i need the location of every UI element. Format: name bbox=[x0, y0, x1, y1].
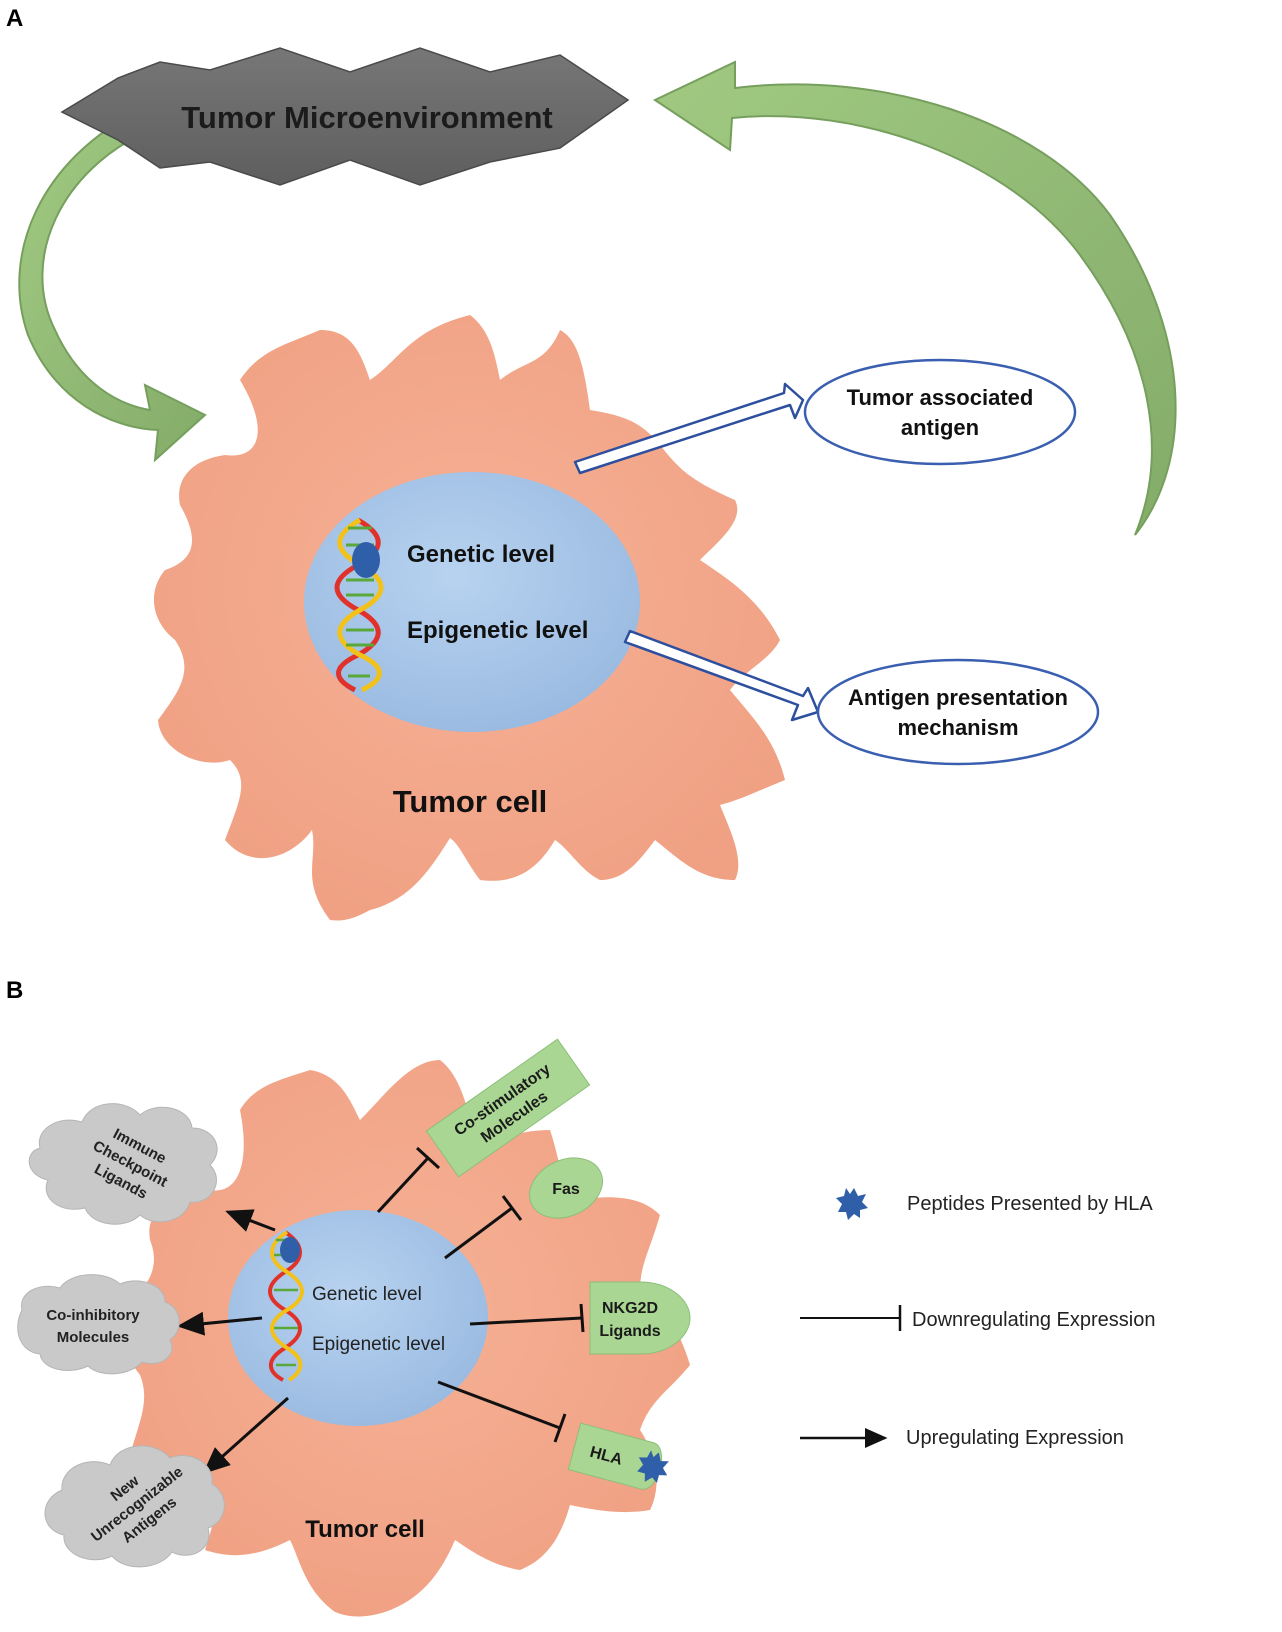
fas-label: Fas bbox=[552, 1181, 580, 1198]
legend-peptide-star-icon bbox=[836, 1188, 868, 1220]
arrow-to-antigen bbox=[573, 382, 805, 475]
dna-helix-a-icon bbox=[334, 517, 384, 693]
feedback-arrow-right bbox=[652, 60, 1177, 536]
tumor-cell-b-label: Tumor cell bbox=[305, 1516, 425, 1543]
antigen-presentation-oval bbox=[816, 658, 1100, 766]
arrow-up-coinhibitory bbox=[177, 1311, 263, 1336]
genetic-level-b: Genetic level bbox=[312, 1284, 422, 1305]
microenvironment-label: Tumor Microenvironment bbox=[181, 100, 552, 135]
tumor-associated-antigen-oval bbox=[803, 358, 1077, 466]
nucleus-a bbox=[304, 472, 640, 732]
legend-up: Upregulating Expression bbox=[906, 1427, 1124, 1449]
coinhibitory-line-1: Co-inhibitory bbox=[46, 1307, 140, 1324]
cloud-new-antigens: New Unrecognizable Antigens bbox=[44, 1445, 225, 1568]
epigenetic-level-a: Epigenetic level bbox=[407, 617, 588, 644]
legend-down: Downregulating Expression bbox=[912, 1309, 1155, 1331]
panel-a-label: A bbox=[6, 5, 23, 32]
tumor-cell-a-label: Tumor cell bbox=[393, 784, 547, 819]
panel-b-label: B bbox=[6, 977, 23, 1004]
hla-box: HLA bbox=[567, 1422, 669, 1490]
inhibit-costimulatory bbox=[376, 1146, 441, 1214]
nucleus-b bbox=[228, 1210, 488, 1426]
genetic-level-a: Genetic level bbox=[407, 541, 555, 568]
cloud-immune-checkpoint: Immune Checkpoint Ligands bbox=[28, 1103, 218, 1225]
presentation-line-2: mechanism bbox=[897, 715, 1018, 740]
presentation-line-1: Antigen presentation bbox=[848, 685, 1068, 710]
inhibit-hla bbox=[437, 1380, 567, 1443]
nkg2d-line-2: Ligands bbox=[599, 1323, 660, 1340]
hla-peptide-star-icon bbox=[637, 1450, 669, 1483]
fas-box: Fas bbox=[529, 1157, 603, 1219]
feedback-arrow-left bbox=[18, 108, 207, 463]
coinhibitory-line-2: Molecules bbox=[57, 1329, 130, 1346]
inhibit-nkg2d bbox=[469, 1303, 585, 1333]
dna-helix-b-icon bbox=[268, 1230, 304, 1382]
inhibit-fas bbox=[444, 1195, 523, 1260]
antigen-line-1: Tumor associated bbox=[847, 385, 1034, 410]
cloud-co-inhibitory: Co-inhibitory Molecules bbox=[17, 1274, 180, 1375]
microenvironment-banner bbox=[60, 47, 630, 186]
antigen-line-2: antigen bbox=[901, 415, 979, 440]
arrow-up-checkpoint bbox=[225, 1209, 276, 1232]
arrow-to-presentation bbox=[623, 629, 820, 722]
arrow-up-new-antigens bbox=[202, 1396, 289, 1474]
legend: Peptides Presented by HLA Downregulating… bbox=[800, 1188, 1155, 1449]
epigenetic-level-b: Epigenetic level bbox=[312, 1334, 445, 1355]
nkg2d-box: NKG2D Ligands bbox=[589, 1281, 691, 1355]
nkg2d-line-1: NKG2D bbox=[602, 1300, 658, 1317]
legend-peptides: Peptides Presented by HLA bbox=[907, 1193, 1153, 1215]
